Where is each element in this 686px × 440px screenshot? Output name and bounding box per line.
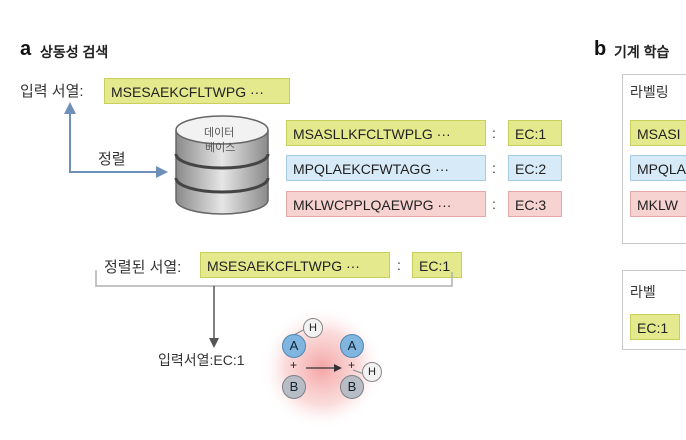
db-row-1-colon: : bbox=[492, 125, 496, 141]
label-value: EC:1 bbox=[630, 314, 680, 340]
reaction-left-plus: + bbox=[290, 358, 298, 372]
labeling-title: 라벨링 bbox=[630, 84, 669, 100]
labeling-row-3: MKLW bbox=[630, 191, 686, 217]
reaction-left-a: A bbox=[282, 334, 306, 358]
aligned-ec: EC:1 bbox=[412, 252, 462, 278]
db-row-1-seq: MSASLLKFCLTWPLG ··· bbox=[286, 120, 486, 146]
reaction-right-a-text: A bbox=[347, 338, 357, 353]
label-title: 라벨 bbox=[630, 284, 656, 300]
db-row-2-colon: : bbox=[492, 160, 496, 176]
labeling-row-1: MSASI bbox=[630, 120, 686, 146]
aligned-sequence-label: 정렬된 서열: bbox=[104, 259, 182, 276]
reaction-left-h: H bbox=[303, 318, 323, 338]
reaction-right-h-text: H bbox=[368, 366, 376, 378]
db-row-2-seq: MPQLAEKCFWTAGG ··· bbox=[286, 155, 486, 181]
db-row-1-ec: EC:1 bbox=[508, 120, 562, 146]
label-box bbox=[622, 270, 686, 350]
aligned-colon: : bbox=[397, 257, 401, 273]
db-row-3-ec: EC:3 bbox=[508, 191, 562, 217]
input-sequence-label: 입력 서열: bbox=[20, 83, 84, 100]
reaction-left-b: B bbox=[282, 375, 306, 399]
reaction-right-b-text: B bbox=[347, 379, 357, 394]
panel-a-title: 상동성 검색 bbox=[40, 44, 109, 60]
reaction-left-a-text: A bbox=[289, 338, 299, 353]
labeling-box bbox=[622, 74, 686, 244]
align-label: 정렬 bbox=[98, 151, 126, 168]
reaction-right-plus: + bbox=[348, 358, 356, 372]
panel-b-letter: b bbox=[594, 38, 607, 60]
reaction-right-h: H bbox=[362, 362, 382, 382]
reaction-left-h-text: H bbox=[309, 322, 317, 334]
db-row-3-seq: MKLWCPPLQAEWPG ··· bbox=[286, 191, 486, 217]
result-label: 입력서열:EC:1 bbox=[158, 352, 245, 368]
database-icon bbox=[174, 115, 270, 215]
database-label-line1: 데이터 bbox=[204, 127, 235, 139]
labeling-row-2: MPQLA bbox=[630, 155, 686, 181]
reaction-left-b-text: B bbox=[289, 379, 299, 394]
reaction-right-b: B bbox=[340, 375, 364, 399]
input-sequence: MSESAEKCFLTWPG ··· bbox=[104, 78, 290, 104]
aligned-sequence: MSESAEKCFLTWPG ··· bbox=[200, 252, 390, 278]
reaction-right-a: A bbox=[340, 334, 364, 358]
db-row-3-colon: : bbox=[492, 196, 496, 212]
panel-a-letter: a bbox=[20, 38, 32, 60]
database-label-line2: 베이스 bbox=[205, 142, 236, 154]
db-row-2-ec: EC:2 bbox=[508, 155, 562, 181]
panel-b-title: 기계 학습 bbox=[614, 44, 670, 60]
